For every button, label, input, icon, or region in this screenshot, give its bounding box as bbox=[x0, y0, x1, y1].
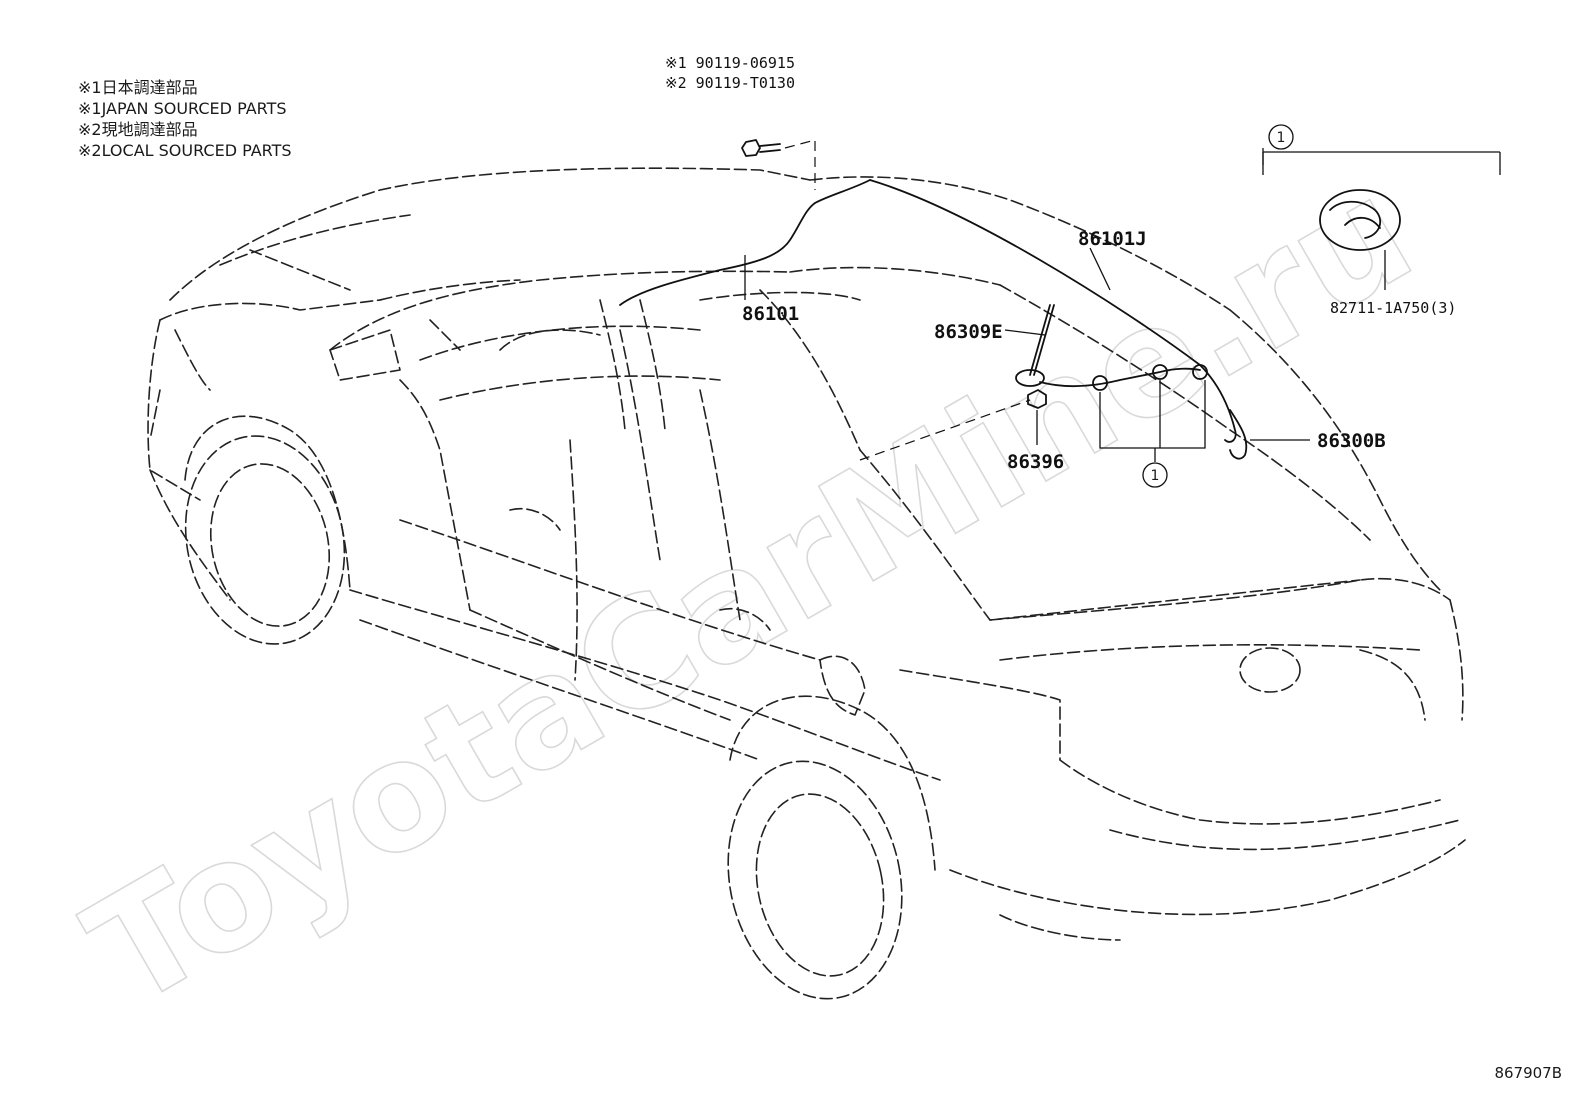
leader-lines bbox=[744, 139, 1501, 462]
sourcing-notes: ※1日本調達部品 ※1JAPAN SOURCED PARTS ※2現地調達部品 … bbox=[78, 78, 292, 160]
bolt-labels: ※1 90119-06915 ※2 90119-T0130 bbox=[665, 54, 795, 92]
note-japan-en: ※1JAPAN SOURCED PARTS bbox=[78, 99, 287, 118]
note-japan-jp: ※1日本調達部品 bbox=[78, 78, 198, 97]
part-label-86101: 86101 bbox=[742, 303, 799, 325]
part-label-82711: 82711-1A750(3) bbox=[1330, 299, 1456, 317]
bolt-90119 bbox=[741, 139, 781, 157]
part-label-86300B: 86300B bbox=[1317, 430, 1386, 452]
callout-group-ref: 1 bbox=[1268, 124, 1294, 150]
part-label-86309E: 86309E bbox=[934, 321, 1003, 343]
diagram-id: 867907B bbox=[1494, 1064, 1562, 1082]
note-local-jp: ※2現地調達部品 bbox=[78, 120, 198, 139]
nut-86396 bbox=[1027, 389, 1047, 409]
callout-clamp-ref: 1 bbox=[1142, 462, 1168, 488]
bolt-label-local: ※2 90119-T0130 bbox=[665, 74, 795, 92]
svg-text:1: 1 bbox=[1277, 130, 1286, 146]
bolt-label-japan: ※1 90119-06915 bbox=[665, 54, 795, 72]
car-body-outline bbox=[147, 167, 1466, 1000]
clamp-82711 bbox=[1319, 189, 1401, 251]
part-label-86396: 86396 bbox=[1007, 451, 1064, 473]
antenna-cable-86101J bbox=[869, 179, 1237, 443]
antenna-base-86300B bbox=[1015, 364, 1248, 460]
antenna-pole-86309E bbox=[1029, 304, 1055, 376]
note-local-en: ※2LOCAL SOURCED PARTS bbox=[78, 141, 292, 160]
svg-text:1: 1 bbox=[1151, 468, 1160, 484]
watermark: ToyotaCarMine.ru bbox=[61, 145, 1440, 1041]
part-label-86101J: 86101J bbox=[1078, 228, 1147, 250]
antenna-cable-86101 bbox=[619, 179, 871, 306]
